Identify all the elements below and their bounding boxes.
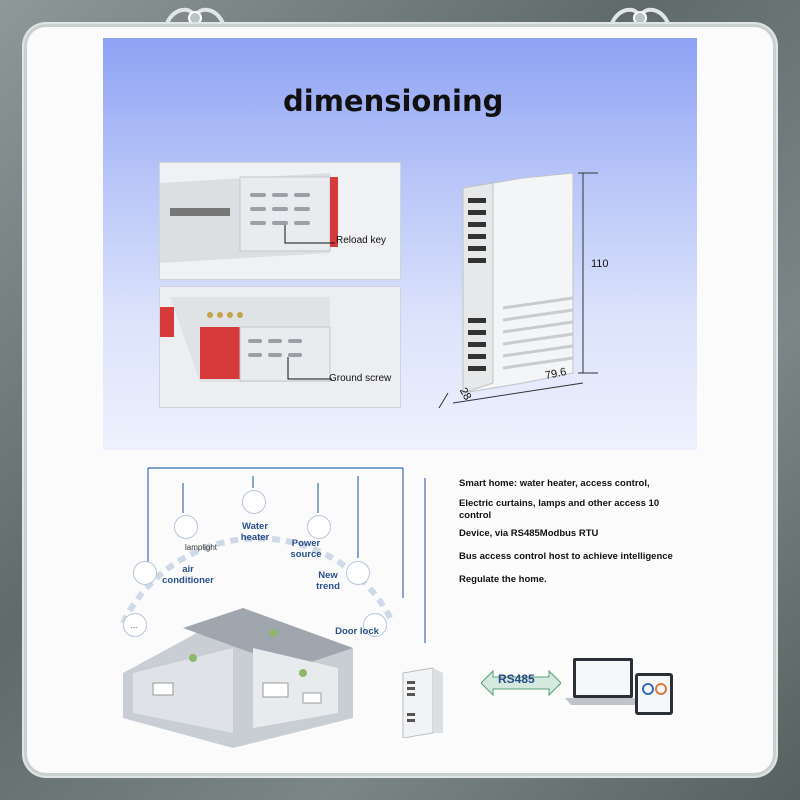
computer-devices	[565, 658, 673, 715]
node-water-heater: Water heater	[240, 521, 270, 543]
door-lock-icon[interactable]	[363, 613, 387, 637]
product-photo-ground-screw	[159, 286, 401, 408]
feature-line-5: Regulate the home.	[459, 574, 547, 585]
smart-home-section: lamplight Water heater Power source air …	[103, 458, 697, 758]
reload-key-label: Reload key	[336, 235, 387, 246]
rs485-arrow-icon	[481, 669, 561, 697]
more-icon[interactable]	[123, 613, 147, 637]
rs485-label: RS485	[498, 672, 535, 686]
feature-line-2: Electric curtains, lamps and other acces…	[459, 498, 660, 521]
ornament-left-icon	[163, 7, 227, 31]
network-diagram	[120, 467, 426, 748]
node-power-source: Power source	[290, 538, 322, 560]
feature-line-3: Device, via RS485Modbus RTU	[459, 528, 599, 539]
trend-icon[interactable]	[346, 561, 370, 585]
node-new-trend: New trend	[316, 570, 340, 592]
lamp-icon[interactable]	[174, 515, 198, 539]
feature-line-4: Bus access control host to achieve intel…	[459, 551, 673, 562]
node-air-conditioner: air conditioner	[162, 564, 214, 586]
controller-device	[402, 667, 443, 738]
product-photo-reload-key	[159, 162, 401, 280]
dim-height: 110	[591, 258, 609, 270]
dimension-panel: dimensioning Reload key	[103, 38, 697, 450]
water-heater-icon[interactable]	[242, 490, 266, 514]
node-door-lock: Door lock	[335, 626, 379, 637]
node-more: ...	[130, 621, 138, 630]
section-title: dimensioning	[283, 84, 504, 118]
ground-screw-label: Ground screw	[329, 373, 392, 384]
air-conditioner-icon[interactable]	[133, 561, 157, 585]
node-lamplight: lamplight	[185, 543, 218, 552]
power-icon[interactable]	[307, 515, 331, 539]
dimension-drawing	[438, 172, 598, 408]
ornament-right-icon	[608, 7, 672, 31]
feature-line-1: Smart home: water heater, access control…	[459, 478, 650, 489]
